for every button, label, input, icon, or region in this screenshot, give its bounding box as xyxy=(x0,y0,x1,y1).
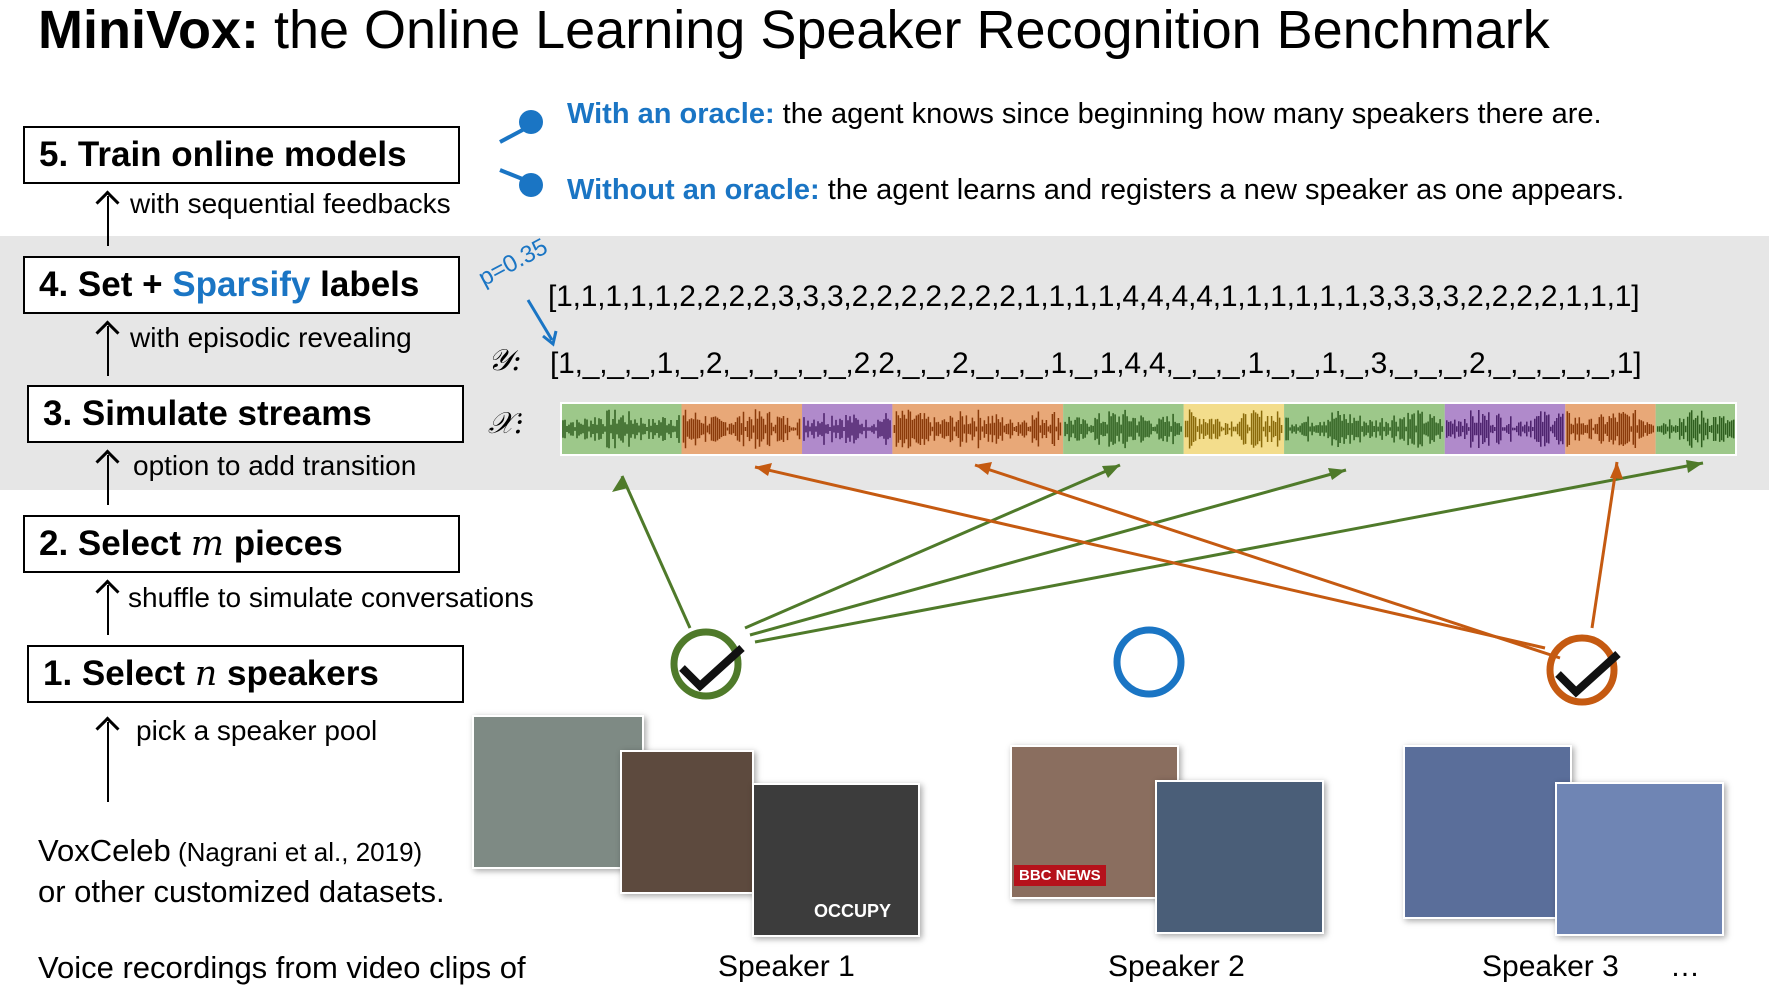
waveform xyxy=(1656,410,1735,448)
stream-border xyxy=(560,402,1737,456)
audio-stream-strip xyxy=(560,402,1737,456)
waveform xyxy=(562,409,680,449)
oracle-branch-icon xyxy=(499,110,543,197)
step-5-label: 5. Train online models xyxy=(39,135,407,174)
step-note-1: pick a speaker pool xyxy=(136,715,378,746)
voxceleb-label: VoxCeleb xyxy=(38,833,171,868)
waveform xyxy=(1566,410,1655,448)
oracle-option: With an oracle: the agent knows since be… xyxy=(567,98,1602,130)
step-3-box: 3. Simulate streams xyxy=(27,385,464,443)
bottom-caption: Voice recordings from video clips of xyxy=(38,950,526,985)
waveform xyxy=(893,409,1062,449)
citation: (Nagrani et al., 2019) xyxy=(170,837,423,867)
step-note-4: with episodic revealing xyxy=(130,322,412,353)
y-symbol: 𝒴: xyxy=(488,343,522,378)
m-symbol: m xyxy=(190,524,224,564)
waveform xyxy=(1446,410,1564,448)
up-arrow-icon xyxy=(107,585,109,635)
step-4-label: 4. Set + xyxy=(39,265,173,304)
occupy-shirt-text: OCCUPY xyxy=(814,901,892,921)
up-arrow-icon xyxy=(107,455,109,505)
waveform xyxy=(803,413,891,445)
speaker-2-label: Speaker 2 xyxy=(1108,950,1245,983)
speaker3-check-icon xyxy=(1546,634,1621,706)
step-1-box: 1. Select n speakers xyxy=(27,645,464,703)
full-label-sequence: [1,1,1,1,1,2,2,2,2,3,3,3,2,2,2,2,2,2,2,1… xyxy=(548,280,1640,313)
step-note-2: shuffle to simulate conversations xyxy=(128,582,534,613)
step-2-label-end: pieces xyxy=(223,524,343,563)
x-symbol: 𝒳: xyxy=(488,406,524,441)
step-4-label-end: labels xyxy=(310,265,420,304)
waveform xyxy=(682,409,801,449)
bbc-news-logo: BBC NEWS xyxy=(1014,865,1106,886)
speaker3-photo-2 xyxy=(1555,782,1724,936)
step-5-box: 5. Train online models xyxy=(23,126,460,184)
step-3-label: 3. Simulate streams xyxy=(43,394,372,433)
waveform xyxy=(1285,410,1443,448)
more-speakers-ellipsis: … xyxy=(1670,950,1700,983)
speaker3-photo-1 xyxy=(1403,745,1572,919)
step-2-label: 2. Select xyxy=(39,524,191,563)
waveform xyxy=(1184,409,1283,449)
up-arrow-icon xyxy=(107,196,109,246)
speaker-3-label: Speaker 3 xyxy=(1482,950,1619,983)
step-note-5: with sequential feedbacks xyxy=(130,188,451,219)
speaker3-links xyxy=(754,461,1619,660)
sparsify-word: Sparsify xyxy=(172,265,311,304)
waveform xyxy=(1064,409,1182,449)
up-arrow-icon xyxy=(107,722,109,802)
step-1-label: 1. Select xyxy=(43,654,195,693)
speaker1-photo-3: OCCUPY xyxy=(752,783,920,937)
page-title: MiniVox: the Online Learning Speaker Rec… xyxy=(38,0,1550,60)
speaker1-links xyxy=(620,461,1704,644)
step-4-box: 4. Set + Sparsify labels xyxy=(23,256,460,314)
step-1-label-end: speakers xyxy=(217,654,379,693)
sparse-label-sequence: [1,_,_,_,1,_,2,_,_,_,_,_,2,2,_,_,2,_,_,_… xyxy=(550,347,1642,380)
n-symbol: n xyxy=(194,654,218,694)
dataset-source-line2: or other customized datasets. xyxy=(38,874,445,909)
speaker2-circle-icon xyxy=(1113,626,1185,698)
speaker2-photo-1: BBC NEWS xyxy=(1010,745,1179,899)
step-note-3: option to add transition xyxy=(133,450,417,481)
step-2-box: 2. Select m pieces xyxy=(23,515,460,573)
speaker1-photo-2 xyxy=(620,750,754,894)
speaker-1-label: Speaker 1 xyxy=(718,950,855,983)
sparsify-arrow-icon xyxy=(526,299,554,341)
speaker1-check-icon xyxy=(670,628,745,700)
no-oracle-option: Without an oracle: the agent learns and … xyxy=(567,174,1625,206)
dataset-source: VoxCeleb (Nagrani et al., 2019) xyxy=(38,833,422,869)
speaker1-photo-1 xyxy=(472,715,644,869)
speaker2-photo-2 xyxy=(1155,780,1324,934)
up-arrow-icon xyxy=(107,326,109,376)
